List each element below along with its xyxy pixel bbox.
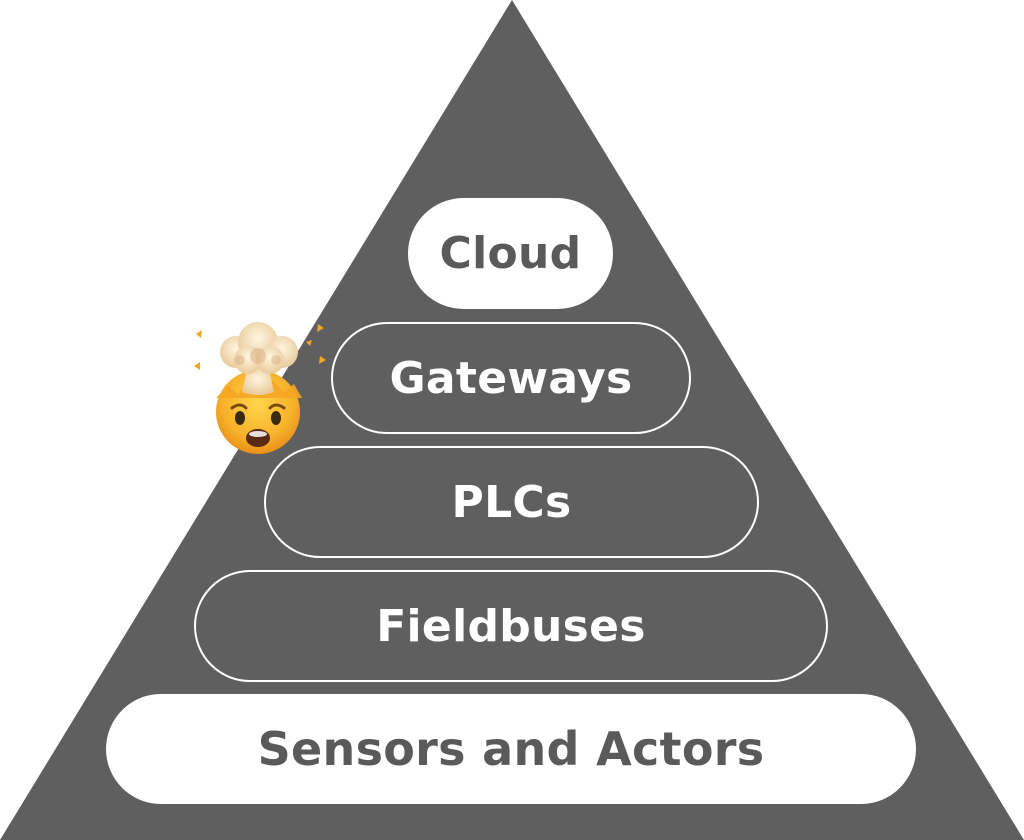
layer-plcs: PLCs <box>264 446 759 558</box>
layer-sensors-and-actors: Sensors and Actors <box>106 694 916 804</box>
layer-cloud: Cloud <box>408 198 613 309</box>
exploding-head-icon <box>194 322 326 454</box>
layer-fieldbuses: Fieldbuses <box>194 570 828 682</box>
layer-gateways: Gateways <box>331 322 691 434</box>
